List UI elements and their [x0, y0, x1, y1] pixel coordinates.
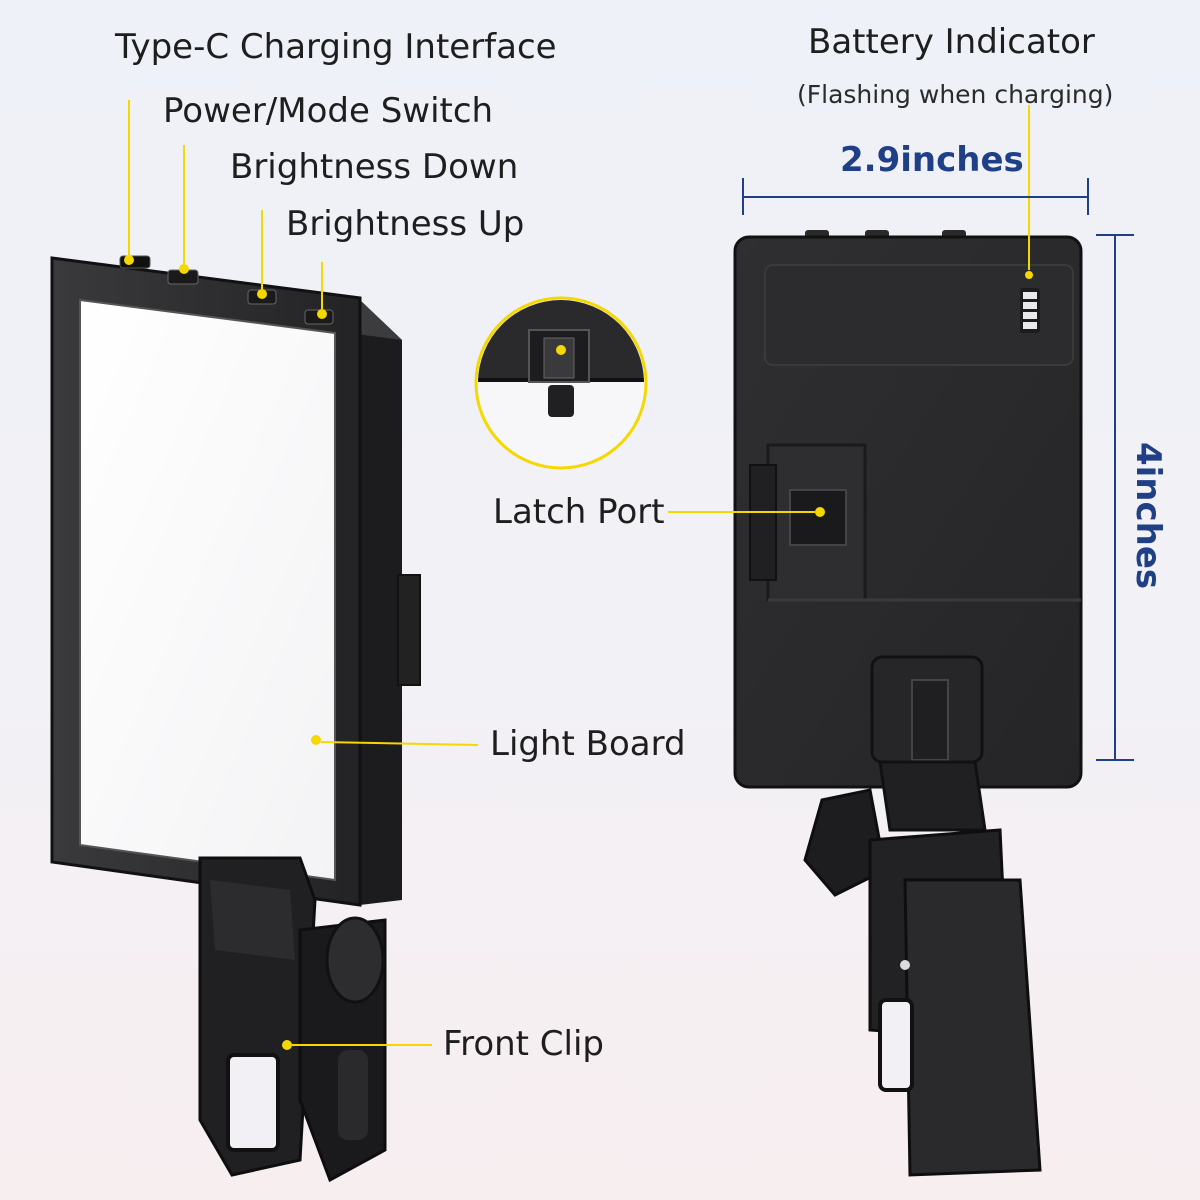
label-battery-note: (Flashing when charging): [797, 80, 1114, 109]
dimension-width: 2.9inches: [840, 140, 1024, 180]
light-board-panel: [79, 298, 336, 882]
dimension-height: 4inches: [1128, 442, 1168, 590]
side-latch: [397, 574, 421, 686]
back-clip: [903, 878, 1042, 1177]
label-type-c: Type-C Charging Interface: [115, 27, 557, 67]
label-latch-port: Latch Port: [493, 492, 665, 532]
label-front-clip: Front Clip: [443, 1024, 605, 1064]
label-brightness-up: Brightness Up: [286, 204, 525, 244]
label-battery-indicator: Battery Indicator: [808, 22, 1095, 62]
back-light-view: [733, 230, 1083, 1177]
label-power-mode: Power/Mode Switch: [163, 91, 494, 131]
latch-detail-circle: [474, 296, 648, 470]
dimension-lines: [742, 178, 1134, 761]
front-clip: [198, 856, 387, 1183]
label-light-board: Light Board: [490, 724, 686, 764]
leader-lines-left: [128, 100, 479, 1046]
battery-led-indicator: [1020, 288, 1040, 333]
label-brightness-down: Brightness Down: [230, 147, 519, 187]
front-light-view: [50, 255, 421, 1183]
